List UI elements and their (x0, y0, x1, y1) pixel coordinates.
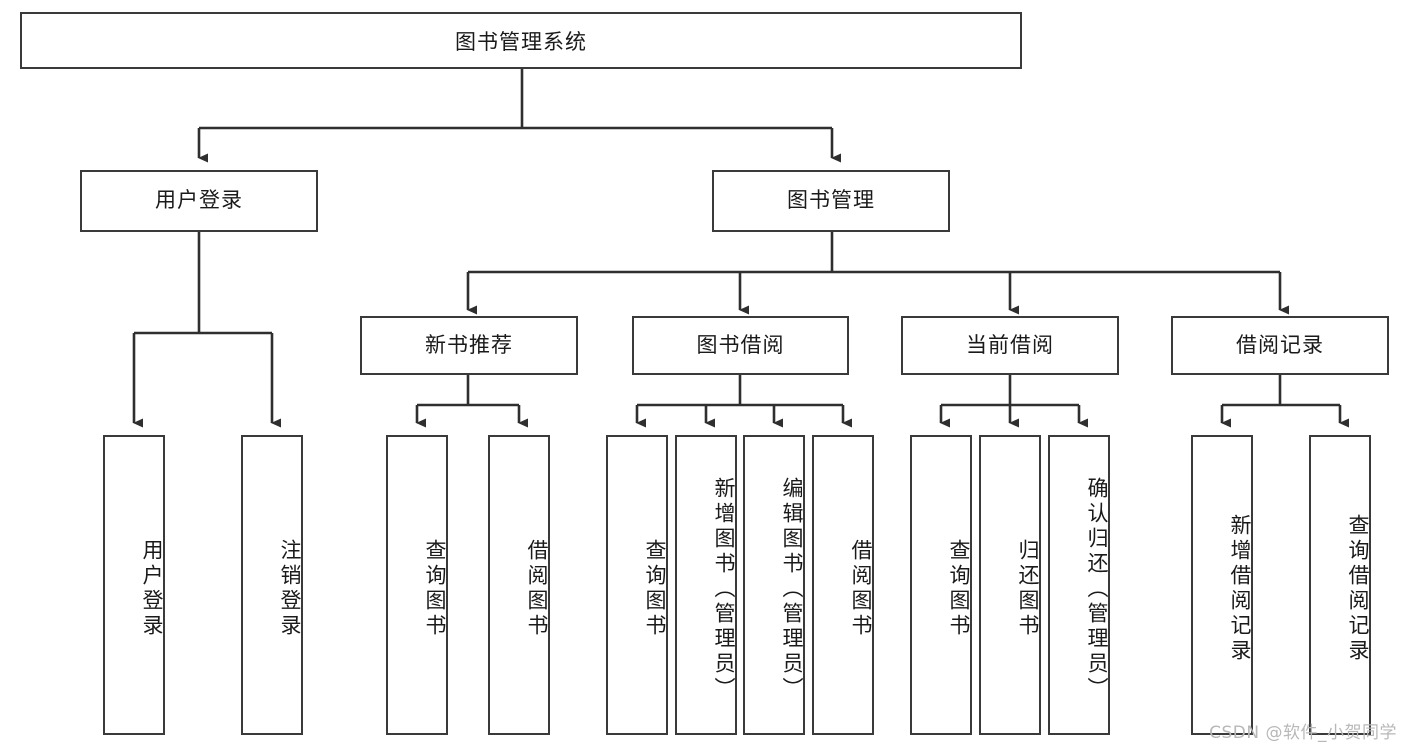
node-label: 查询图书 (643, 539, 667, 639)
watermark-text: CSDN @软件_小贺同学 (1209, 723, 1397, 743)
node-book-borrowing[interactable]: 图书借阅 (632, 316, 849, 375)
leaf-query-borrow-record[interactable]: 查询借阅记录 (1309, 435, 1371, 735)
node-label: 用户登录 (140, 539, 164, 639)
node-label: 新增借阅记录 (1228, 514, 1252, 664)
node-borrowing-record[interactable]: 借阅记录 (1171, 316, 1389, 375)
node-label: 归还图书 (1016, 539, 1040, 639)
leaf-query-book-borrowing[interactable]: 查询图书 (606, 435, 668, 735)
leaf-confirm-return-admin[interactable]: 确认归还（管理员） (1048, 435, 1110, 735)
leaf-borrow-book-recommendation[interactable]: 借阅图书 (488, 435, 550, 735)
node-label: 图书管理 (787, 188, 875, 213)
node-user-login[interactable]: 用户登录 (80, 170, 318, 232)
node-label: 当前借阅 (966, 332, 1054, 357)
node-new-book-recommendation[interactable]: 新书推荐 (360, 316, 578, 375)
node-label: 用户登录 (155, 188, 243, 213)
leaf-query-book-current[interactable]: 查询图书 (910, 435, 972, 735)
leaf-edit-book-admin[interactable]: 编辑图书（管理员） (743, 435, 805, 735)
node-label: 图书借阅 (696, 332, 785, 357)
node-label: 借阅图书 (525, 539, 549, 639)
node-label: 编辑图书（管理员） (780, 476, 804, 702)
leaf-add-book-admin[interactable]: 新增图书（管理员） (675, 435, 737, 735)
node-root-system[interactable]: 图书管理系统 (20, 12, 1022, 69)
node-label: 新书推荐 (425, 332, 513, 357)
node-label: 查询图书 (423, 539, 447, 639)
node-label: 图书管理系统 (455, 29, 587, 54)
leaf-logout[interactable]: 注销登录 (241, 435, 303, 735)
node-book-management[interactable]: 图书管理 (712, 170, 950, 232)
node-label: 新增图书（管理员） (712, 476, 736, 702)
leaf-return-book[interactable]: 归还图书 (979, 435, 1041, 735)
node-label: 注销登录 (278, 539, 302, 639)
node-label: 借阅图书 (849, 539, 873, 639)
node-current-borrowing[interactable]: 当前借阅 (901, 316, 1119, 375)
leaf-query-book-recommendation[interactable]: 查询图书 (386, 435, 448, 735)
node-label: 查询借阅记录 (1346, 514, 1370, 664)
leaf-borrow-book-borrowing[interactable]: 借阅图书 (812, 435, 874, 735)
node-label: 查询图书 (947, 539, 971, 639)
node-label: 确认归还（管理员） (1085, 476, 1109, 702)
leaf-user-login[interactable]: 用户登录 (103, 435, 165, 735)
node-label: 借阅记录 (1236, 332, 1324, 357)
leaf-add-borrow-record[interactable]: 新增借阅记录 (1191, 435, 1253, 735)
